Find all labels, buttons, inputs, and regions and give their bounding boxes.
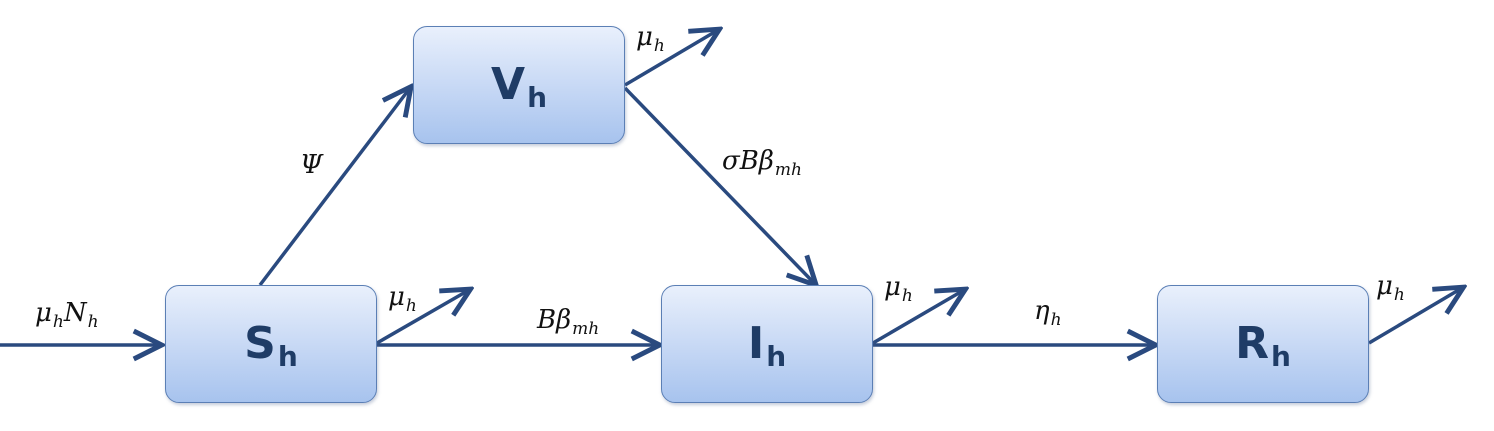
compartment-v-symbol: V: [491, 59, 526, 110]
arrow-death-v: [624, 30, 718, 87]
label-vaccination-rate: Ψ: [300, 150, 323, 180]
compartment-s-symbol: S: [244, 318, 276, 369]
arrow-death-r: [1368, 288, 1462, 345]
label-death-rate-s: μh: [388, 282, 417, 316]
label-death-rate-r: μh: [1376, 271, 1405, 305]
label-infection-rate: Bβmh: [537, 305, 600, 339]
compartment-i-symbol: I: [747, 318, 765, 369]
compartment-i-subscript: h: [766, 339, 787, 373]
label-vaccinated-infection-rate: σBβmh: [722, 146, 802, 180]
compartment-v-subscript: h: [527, 80, 547, 114]
arrow-s-to-v: [258, 88, 410, 287]
arrow-death-s: [376, 290, 469, 345]
compartment-r-symbol: R: [1235, 318, 1269, 369]
label-death-rate-v: μh: [636, 22, 665, 56]
arrow-death-i: [872, 290, 964, 345]
label-recruitment-rate: μhNh: [35, 298, 99, 332]
arrow-v-to-i: [623, 86, 815, 284]
compartment-r-subscript: h: [1270, 339, 1291, 373]
label-recovery-rate: ηh: [1034, 296, 1062, 330]
compartment-s-subscript: h: [277, 339, 298, 373]
label-death-rate-i: μh: [884, 272, 913, 306]
